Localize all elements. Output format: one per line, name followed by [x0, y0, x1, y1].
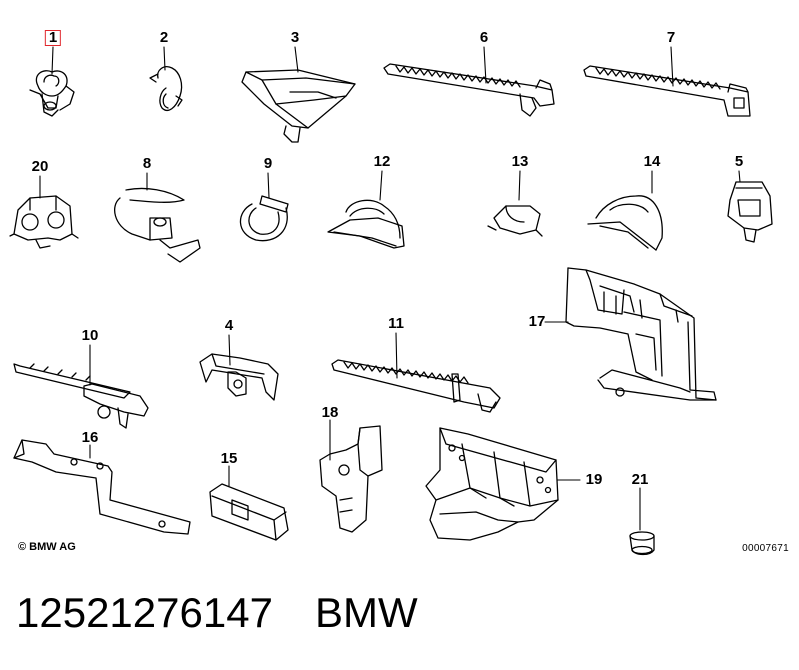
part-12-drawing	[328, 200, 404, 248]
brand-name: BMW	[314, 589, 418, 636]
part-11-drawing	[332, 360, 500, 412]
part-5-drawing	[728, 182, 772, 242]
part-2-drawing	[150, 67, 182, 111]
part-label-3[interactable]: 3	[290, 29, 300, 46]
part-18-drawing	[320, 426, 382, 532]
part-4-drawing	[200, 354, 278, 400]
part-21-drawing	[630, 532, 654, 555]
part-label-14[interactable]: 14	[643, 153, 661, 170]
part-label-6[interactable]: 6	[479, 29, 489, 46]
part-16-drawing	[14, 440, 190, 534]
part-number: 12521276147	[16, 589, 273, 636]
diagram-drawing	[0, 0, 799, 570]
part-1-drawing	[30, 71, 74, 116]
part-label-15[interactable]: 15	[220, 450, 238, 467]
part-label-1[interactable]: 1	[44, 30, 62, 46]
part-19-drawing	[426, 428, 558, 540]
part-label-11[interactable]: 11	[388, 315, 404, 332]
part-caption: 12521276147 BMW	[16, 585, 418, 641]
part-label-8[interactable]: 8	[142, 155, 152, 172]
part-label-9[interactable]: 9	[263, 155, 273, 172]
part-3-drawing	[242, 70, 355, 142]
diagram-reference-number: 00007671	[742, 543, 789, 554]
part-9-drawing	[240, 196, 288, 241]
part-7-drawing	[584, 66, 750, 116]
part-label-4[interactable]: 4	[224, 317, 234, 334]
part-label-18[interactable]: 18	[321, 404, 339, 421]
parts-diagram: 1 2 3 6 7 20 8 9 12 13 14 5 17 10 4 11 1…	[0, 0, 799, 570]
part-20-drawing	[10, 196, 78, 248]
part-label-10[interactable]: 10	[81, 327, 99, 344]
part-label-19[interactable]: 19	[585, 471, 603, 488]
part-label-16[interactable]: 16	[81, 429, 99, 446]
part-label-2[interactable]: 2	[159, 29, 169, 46]
part-15-drawing	[210, 484, 288, 540]
part-10-drawing	[14, 364, 148, 428]
part-label-17[interactable]: 17	[528, 313, 546, 330]
part-13-drawing	[488, 206, 542, 236]
part-8-drawing	[115, 188, 200, 262]
part-6-drawing	[384, 64, 554, 116]
part-label-20[interactable]: 20	[31, 158, 49, 175]
part-label-13[interactable]: 13	[511, 153, 529, 170]
part-label-7[interactable]: 7	[666, 29, 676, 46]
part-17-drawing	[566, 268, 716, 400]
leader-lines	[40, 47, 740, 530]
part-label-5[interactable]: 5	[734, 153, 744, 170]
copyright-notice: © BMW AG	[18, 541, 76, 553]
part-label-21[interactable]: 21	[631, 471, 649, 488]
part-label-12[interactable]: 12	[373, 153, 391, 170]
part-14-drawing	[588, 196, 662, 250]
